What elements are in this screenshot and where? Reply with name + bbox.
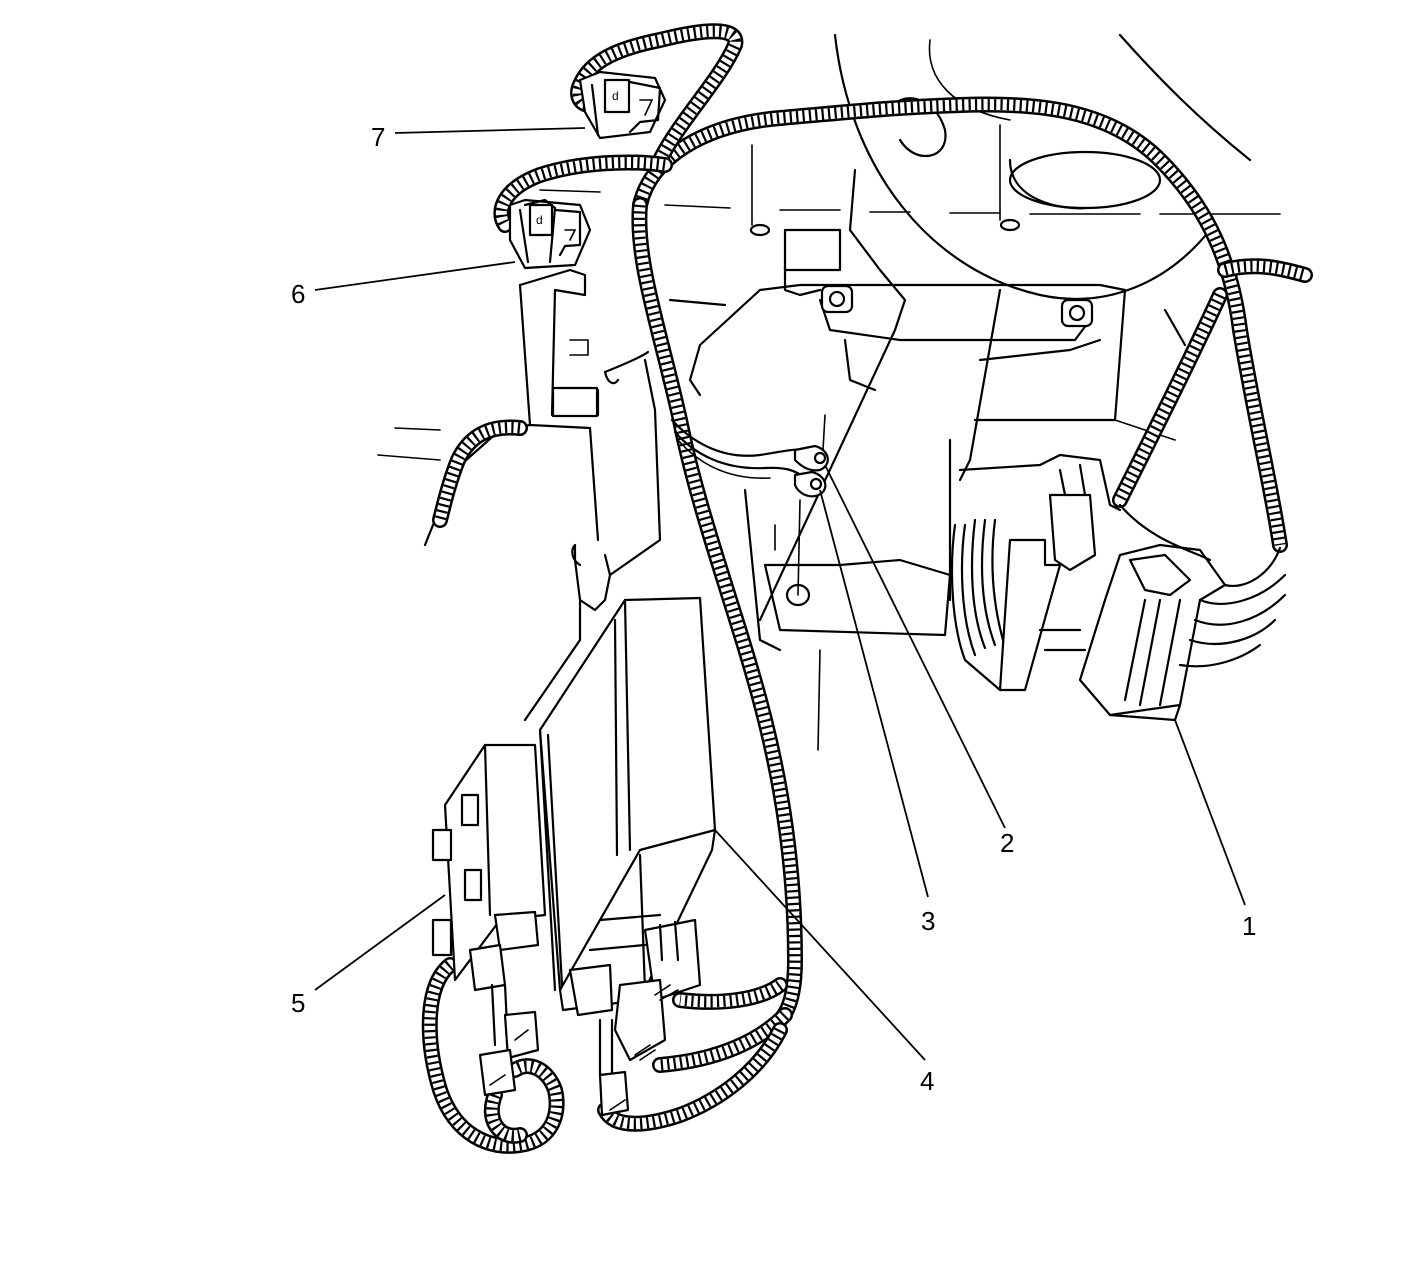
callout-3: 3 — [921, 906, 935, 936]
svg-text:d: d — [536, 213, 543, 227]
leader-7 — [394, 127, 586, 134]
nut-right — [1060, 298, 1094, 328]
callout-labels: 1 2 3 4 5 6 7 — [291, 122, 1256, 1096]
callout-2: 2 — [1000, 828, 1014, 858]
callout-4: 4 — [920, 1066, 934, 1096]
leader-lines — [314, 127, 1246, 1061]
main-harness — [421, 23, 1313, 1154]
nut-left — [820, 284, 854, 314]
leader-6 — [314, 261, 516, 291]
bulkhead-connector-1 — [950, 453, 1287, 722]
leader-4 — [714, 829, 926, 1061]
control-module-4 — [538, 596, 717, 1117]
connector-7: d — [578, 70, 667, 140]
dash-structure — [539, 33, 1281, 751]
callout-5: 5 — [291, 988, 305, 1018]
callout-1: 1 — [1242, 911, 1256, 941]
callout-6: 6 — [291, 279, 305, 309]
leader-5 — [314, 894, 446, 991]
svg-text:d: d — [612, 89, 619, 103]
leader-2 — [824, 464, 1006, 829]
control-module-5 — [431, 743, 547, 1097]
connector-6: d — [508, 198, 592, 270]
callout-7: 7 — [371, 122, 385, 152]
leader-1 — [1174, 719, 1246, 906]
leader-3 — [819, 489, 929, 898]
ground-terminal-3 — [793, 470, 827, 498]
